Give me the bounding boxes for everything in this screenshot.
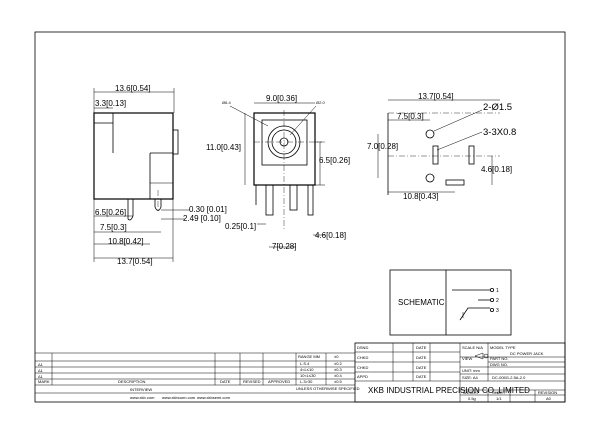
pcb-footprint-view: 13.7[0.54] 7.5[0.3] 2-Ø1.5 3-3X0.8 7.0[0… [367,92,516,201]
tol-value-1: ±0.2 [334,361,343,366]
signoff-date-3: DATE [416,365,427,370]
pad-slot-1 [432,145,439,165]
weight-value: 0.5g [468,396,476,401]
tol-range-1: L.S.4 [300,361,310,366]
front-pin-width: 0.25[0.1] [225,222,256,231]
schematic-label: SCHEMATIC [398,298,445,307]
rev-row-1: Δ1 [38,362,44,367]
signoff-designed: DSND [357,345,368,350]
signoff-approved: APPD [357,374,368,379]
front-body-outline [253,112,316,186]
company-name: XKB INDUSTRIAL PRECISION CO.,LIMITED [368,386,530,395]
tol-range-4: L.3>30 [300,379,313,384]
size-label: SIZE: A4 [462,375,479,380]
footer-link-3: www.xkbsemi.com [197,395,231,400]
sheet-border [34,31,566,403]
dwg-no-value: DC-005G-2.5A-2.0 [492,375,526,380]
model-type-value: DC POWER JACK [510,351,544,356]
pcb-width: 13.7[0.54] [418,92,454,101]
pcb-height: 7.0[0.28] [367,142,398,151]
side-body-outline [93,112,174,200]
front-view: 9.0[0.36] Ø6.4 Ø2.0 11.0[0.43] 6.5[0.26]… [206,94,350,251]
pcb-hole-spec: 2-Ø1.5 [483,102,512,113]
front-dia-outer: Ø6.4 [222,100,231,105]
pcb-dim-top: 7.5[0.3] [397,112,424,121]
rev-revised-header: REVISED [243,379,261,384]
pcb-right-height: 4.6[0.18] [481,165,512,174]
side-pin-length: 2.49 [0.10] [183,214,221,223]
tol-header-range: RANGE MM [298,354,320,359]
view-label: VIEW [462,356,472,361]
title-block: Δ1 Δ1 Δ1 MARK DESCRIPTION DATE REVISED A… [35,342,566,403]
rev-row-3: Δ1 [38,374,44,379]
front-center-height: 6.5[0.26] [319,156,350,165]
tol-value-3: ±0.4 [334,373,343,378]
tol-range-3: 10<L≤30 [300,373,316,378]
pad-slot-2 [468,145,475,165]
rev-desc-header: DESCRIPTION [118,379,145,384]
front-pin-height: 4.6[0.18] [315,231,346,240]
signoff-checked-1: CHKD [357,355,368,360]
rev-footer: INTERVIEW [130,387,152,392]
side-view: 13.6[0.54] 3.3[0.13] 6.5[0.26] 7.5[0.3] … [93,84,227,266]
tol-note: UNLESS OTHERWISE SPECIFIED [296,386,360,391]
schematic-pin-1: 1 [496,288,499,294]
pcb-slot-spec: 3-3X0.8 [483,127,516,138]
side-dim-3: 10.8[0.42] [108,237,144,246]
schematic-pin-3: 3 [496,308,499,314]
mount-hole-bottom [425,173,435,183]
side-top-width: 13.6[0.54] [115,84,151,93]
signoff-date-1: DATE [416,345,427,350]
pad-slot-3 [445,179,465,186]
signoff-date-4: DATE [416,374,427,379]
footer-link-2: www.xkbconn.com [162,395,196,400]
front-pin-pitch: 7[0.28] [272,242,296,251]
front-height: 11.0[0.43] [206,143,241,152]
side-bottom-width: 13.7[0.54] [117,257,153,266]
side-pin-thickness: 0.30 [0.01] [189,205,227,214]
tol-value-4: ±0.5 [334,379,343,384]
signoff-checked-2: CHKD [357,365,368,370]
schematic-box: SCHEMATIC 1 2 3 [389,269,512,336]
pcb-bottom-dim: 10.8[0.43] [403,192,439,201]
unit-label: UNIT: mm [462,368,480,373]
model-type-label: MODEL TYPE [490,345,516,350]
side-upper-left: 3.3[0.13] [95,99,126,108]
side-dim-1: 6.5[0.26] [95,208,126,217]
part-no-label: PART NO. [490,356,508,361]
mount-hole-top [425,129,435,139]
footer-link-1: www.xkb.com [130,395,155,400]
revision-value: A0 [546,396,552,401]
dwg-no-label: DWG NO. [490,362,508,367]
tol-value-2: ±0.3 [334,367,343,372]
signoff-date-2: DATE [416,355,427,360]
rev-row-2: Δ1 [38,368,44,373]
weight-label: WEIGHT [463,390,480,395]
projection-view-icon [474,352,489,360]
front-top-width: 9.0[0.36] [266,94,297,103]
scale-label: SCALE N/A [462,345,483,350]
side-dim-2: 7.5[0.3] [100,223,127,232]
front-dia-inner: Ø2.0 [316,100,325,105]
rev-mark-header: MARK [38,379,50,384]
rev-approved-header: APPROVED [268,379,290,384]
schematic-pin-2: 2 [496,298,499,304]
sheet-label: SHEET [492,390,506,395]
tol-header-value: ±0 [334,354,339,359]
tol-range-2: 4<L≤10 [300,367,314,372]
rev-date-header: DATE [220,379,231,384]
revision-label: REVISION [538,390,557,395]
sheet-value: 1/1 [496,396,502,401]
